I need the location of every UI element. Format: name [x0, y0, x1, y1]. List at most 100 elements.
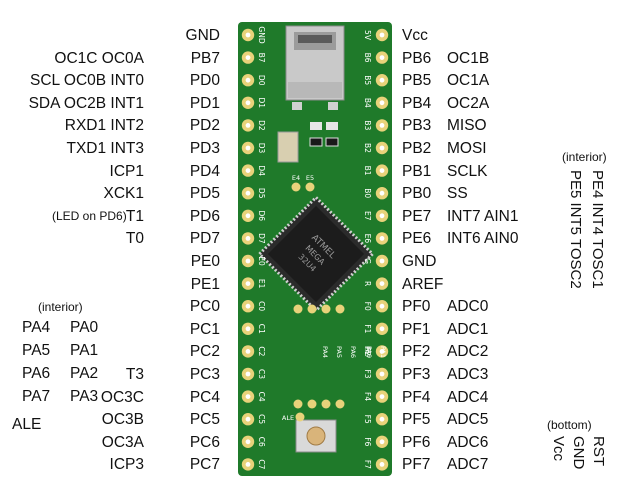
interior-pa3: PA3: [70, 388, 99, 405]
left-pin-pc5: PC5: [189, 411, 220, 429]
interior-pad: [307, 304, 317, 314]
right-pin-alt-pf1: ADC1: [447, 320, 489, 338]
silk-right-label: E6: [363, 234, 372, 244]
silk-left-label: D3: [257, 143, 266, 154]
left-pin-alt-pc7: ICP3: [109, 456, 144, 474]
interior-pad: [293, 399, 303, 409]
pad-hole: [379, 394, 385, 399]
pad-hole: [379, 168, 385, 174]
left-pin-pe1: PE1: [190, 275, 220, 293]
left-pin-alt-pd1: SDA OC2B INT1: [28, 94, 144, 112]
pad-hole: [379, 77, 385, 83]
right-pin-alt-pf5: ADC5: [447, 411, 489, 429]
right-pin-pb6: PB6: [402, 49, 432, 67]
capacitor-icon: [310, 122, 322, 130]
pad-hole: [379, 281, 385, 286]
left-pin-alt-pd3: TXD1 INT3: [66, 140, 144, 157]
right-pin-pe7: PE7: [402, 207, 432, 225]
right-pin-pb3: PB3: [402, 117, 432, 135]
right-pin-alt-pe7: INT7 AIN1: [447, 207, 519, 225]
pad-hole: [379, 258, 385, 264]
left-pin-alt-pb7: OC1C OC0A: [54, 49, 144, 67]
interior-pa6: PA6: [22, 365, 51, 382]
silk-left-label: D2: [257, 120, 266, 131]
right-pin-alt-pb0: SS: [447, 185, 468, 203]
silk-left-label: C1: [257, 324, 266, 334]
silk-right-label: F0: [363, 302, 372, 311]
right-pin-pf0: PF0: [402, 298, 431, 316]
silk-left-label: C3: [257, 369, 266, 379]
pad-hole: [245, 168, 251, 174]
right-pin-alt-pb6: OC1B: [447, 49, 490, 67]
pad-hole: [245, 439, 251, 445]
left-pin-pd1: PD1: [189, 94, 220, 112]
interior-pad: [321, 399, 331, 409]
pad-hole: [379, 462, 385, 467]
pad-hole: [245, 303, 251, 309]
left-pin-alt-pd7: T0: [125, 230, 144, 248]
usb-connector-icon: [285, 25, 345, 110]
silk-left-label: B7: [257, 53, 266, 63]
interior-pa2: PA2: [70, 365, 99, 382]
silk-interior-a: PA4: [321, 346, 329, 358]
left-pin-pd7: PD7: [189, 230, 220, 248]
interior-pa1: PA1: [70, 342, 99, 359]
silk-right-label: F2: [363, 347, 372, 356]
pad-hole: [379, 371, 385, 377]
left-pin-pd2: PD2: [189, 117, 220, 135]
interior-pad: [291, 182, 301, 192]
pad-hole: [379, 145, 385, 151]
left-pin-alt-pd4: ICP1: [109, 162, 144, 180]
interior-pa5: PA5: [22, 342, 51, 359]
left-pin-pc6: PC6: [189, 433, 220, 451]
interior-pad: [295, 412, 305, 422]
right-pin-pf6: PF6: [402, 433, 431, 451]
silk-interior-a: PA5: [335, 346, 343, 358]
pad-hole: [245, 394, 251, 399]
interior-pad: [335, 399, 345, 409]
pad-hole: [379, 55, 385, 60]
silk-right-label: F1: [363, 324, 372, 333]
right-pin-alt-pe6: INT6 AIN0: [447, 230, 519, 248]
left-pin-pc4: PC4: [189, 388, 220, 406]
silk-left-label: C6: [257, 437, 266, 447]
right-pin-alt-pf2: ADC2: [447, 343, 489, 361]
left-pin-alt-pc4: OC3C: [100, 388, 144, 406]
pad-hole: [245, 371, 251, 377]
pad-hole: [245, 213, 251, 219]
right-pin-alt-pb4: OC2A: [447, 94, 490, 112]
left-pin-alt-pd2: RXD1 INT2: [64, 117, 144, 135]
right-pin-gnd: GND: [402, 253, 437, 270]
interior-pad: [335, 304, 345, 314]
left-pin-pd6: PD6: [189, 207, 220, 225]
resistor-icon: [309, 137, 323, 147]
left-pin-pc1: PC1: [189, 320, 220, 338]
left-pin-alt-pc3: T3: [125, 366, 144, 383]
silk-interior-a: PA6: [349, 346, 357, 358]
silk-left-label: GND: [257, 26, 266, 43]
right-pin-pb2: PB2: [402, 140, 432, 157]
silk-right-label: E7: [363, 211, 372, 221]
right-pin-alt-pf7: ADC7: [447, 456, 489, 474]
pad-hole: [245, 462, 251, 467]
bottom-gnd: GND: [570, 436, 587, 470]
silk-interior-top: E4: [292, 174, 300, 182]
silk-right-label: F7: [363, 460, 372, 469]
resistor-icon-2: [325, 137, 339, 147]
bottom-rst: RST: [590, 436, 607, 466]
pad-hole: [379, 349, 385, 354]
silk-interior-top: E5: [306, 174, 314, 182]
left-pin-pd3: PD3: [189, 140, 220, 157]
left-pin-pc7: PC7: [189, 456, 220, 474]
silk-left-label: C5: [257, 414, 266, 424]
left-pin-pc0: PC0: [189, 298, 220, 316]
pad-hole: [379, 326, 385, 332]
silk-right-label: F6: [363, 437, 372, 446]
pad-hole: [245, 100, 251, 106]
left-pin-pd5: PD5: [189, 185, 220, 203]
interior-pad: [305, 182, 315, 192]
pad-hole: [245, 236, 251, 241]
silk-interior-b: PA1: [379, 346, 387, 358]
right-pin-pe6: PE6: [402, 230, 432, 248]
right-pin-alt-pf0: ADC0: [447, 298, 489, 316]
